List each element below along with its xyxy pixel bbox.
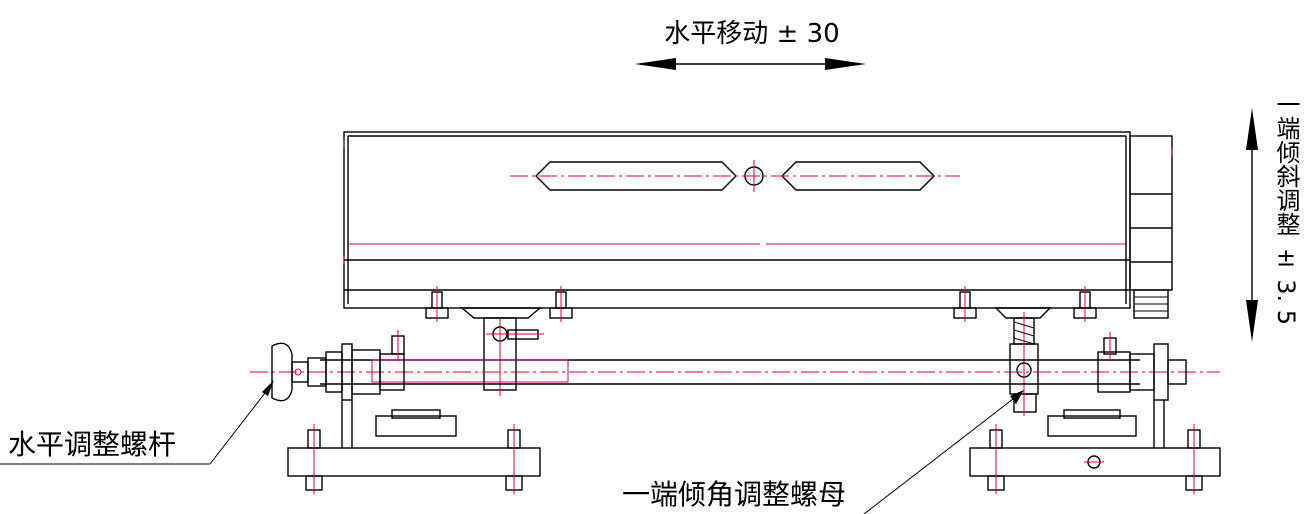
tilt-nut-label: 一端倾角调整螺母 [622,478,846,511]
tilt-adjust-label: 一端倾斜调整 ± 3. 5 [1272,92,1300,325]
main-housing [343,131,1131,309]
horizontal-move-arrow [635,58,866,70]
right-bearing-assembly [1097,332,1187,401]
left-pivot-bracket [460,307,544,396]
horizontal-move-label: 水平移动 ± 30 [664,19,839,49]
right-end-cap [1129,135,1173,319]
left-base-stand [287,400,541,494]
right-base-stand [969,400,1221,494]
horizontal-screw-label: 水平调整螺杆 [8,428,176,461]
housing-bolts [425,286,1097,322]
right-pivot-bracket [994,307,1052,416]
leader-horizontal-screw [0,380,274,465]
left-knob-assembly [271,330,405,402]
leader-tilt-nut [863,390,1024,514]
tilt-adjust-arrow [1246,108,1258,342]
adjusting-rod [250,359,1220,385]
